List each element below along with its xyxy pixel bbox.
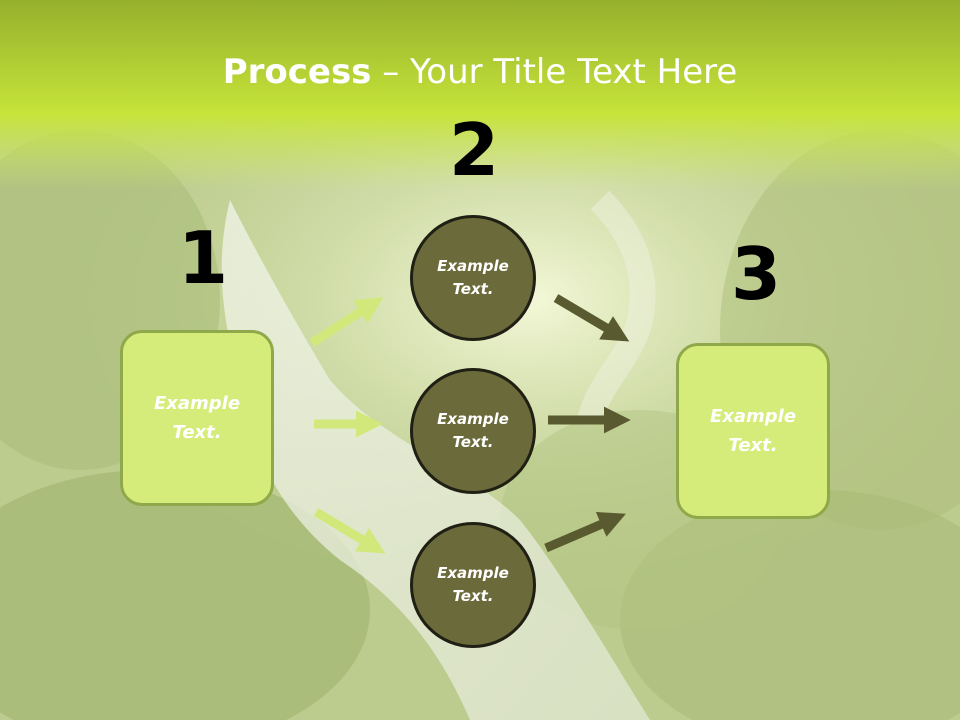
step-number-1: 1: [178, 216, 229, 300]
step-2-circle-top: Example Text.: [410, 215, 536, 341]
step-3-box: Example Text.: [676, 343, 830, 519]
title-bold: Process: [222, 52, 372, 92]
step-2-circle-bottom: Example Text.: [410, 522, 536, 648]
step-number-2: 2: [449, 108, 500, 192]
arrow-circle1-to-box3: [553, 294, 630, 342]
arrow-circle3-to-box3: [544, 511, 626, 553]
slide-title: Process – Your Title Text Here: [0, 52, 960, 92]
step-2-circle-middle: Example Text.: [410, 368, 536, 494]
title-rest: – Your Title Text Here: [371, 52, 738, 92]
step-1-box: Example Text.: [120, 330, 274, 506]
arrow-box1-to-circle3: [313, 508, 386, 554]
step-number-3: 3: [731, 232, 782, 316]
arrow-box1-to-circle1: [309, 297, 384, 347]
